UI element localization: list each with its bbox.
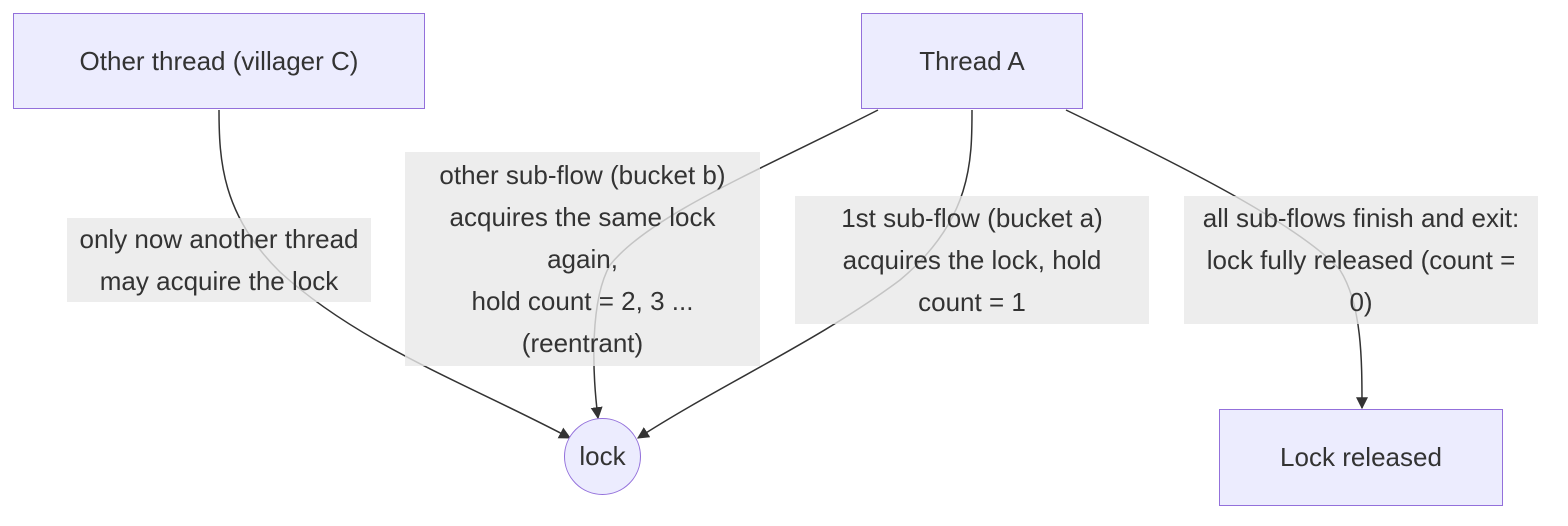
edge-label-bucket-a: 1st sub-flow (bucket a) acquires the loc… [795, 196, 1149, 324]
node-thread-a: Thread A [861, 13, 1083, 109]
node-lock: lock [564, 418, 641, 495]
node-lock-label: lock [579, 441, 626, 471]
node-other-thread-label: Other thread (villager C) [79, 45, 359, 76]
node-thread-a-label: Thread A [919, 45, 1025, 76]
node-other-thread: Other thread (villager C) [13, 13, 425, 109]
node-lock-released-label: Lock released [1280, 442, 1442, 472]
edge-label-other-thread: only now another thread may acquire the … [67, 218, 371, 302]
edge-label-released: all sub-flows finish and exit: lock full… [1184, 196, 1538, 324]
node-lock-released: Lock released [1219, 409, 1503, 506]
edge-label-bucket-b: other sub-flow (bucket b) acquires the s… [405, 152, 760, 366]
